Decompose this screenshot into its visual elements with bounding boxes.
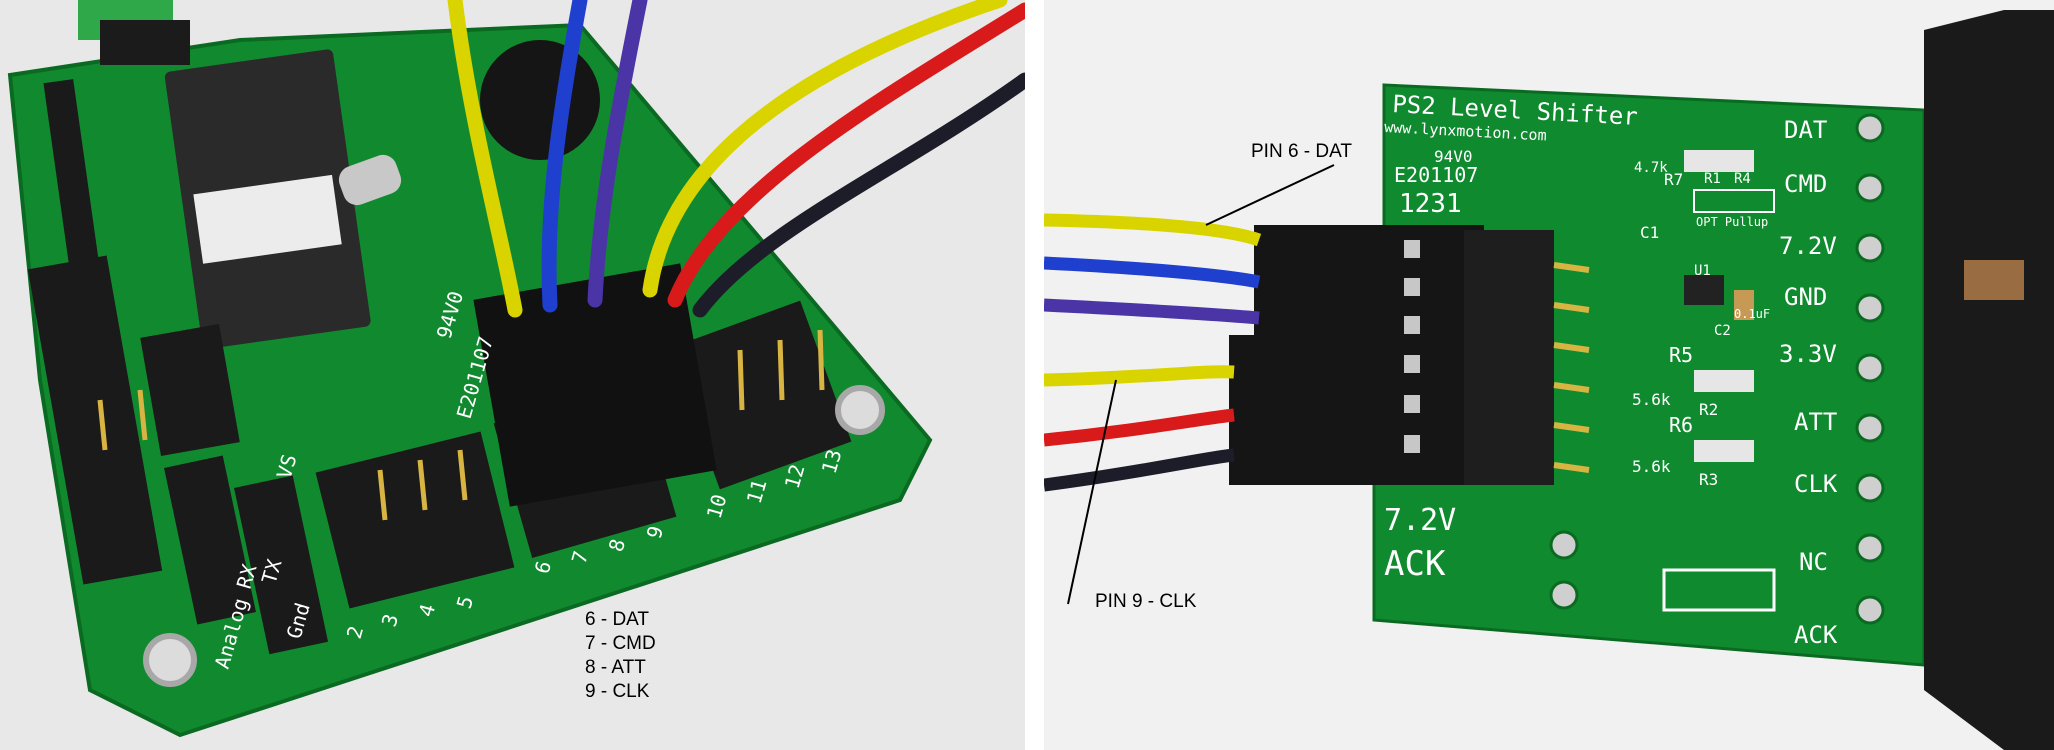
component-label: 4.7k <box>1634 160 1668 176</box>
wires <box>447 0 1025 318</box>
pin-label: ATT <box>1794 408 1837 436</box>
component-label: 5.6k <box>1632 457 1671 476</box>
wires <box>1044 213 1262 492</box>
component-label: 5.6k <box>1632 390 1671 409</box>
component-label: OPT Pullup <box>1696 215 1768 229</box>
pin-label: 7.2V <box>1779 232 1837 260</box>
pin-legend-item: 8 - ATT <box>585 657 646 678</box>
board-cert: E201107 <box>1394 163 1478 187</box>
pin-legend-item: 9 - CLK <box>585 681 650 702</box>
pin-legend-item: 6 - DAT <box>585 609 650 630</box>
pin-label: NC <box>1799 548 1828 576</box>
buzzer <box>480 40 600 160</box>
board-left-label: 7.2V <box>1384 503 1456 538</box>
microcontroller-chip <box>164 49 371 349</box>
pin-label: DAT <box>1784 116 1827 144</box>
component-label: U1 <box>1694 263 1711 279</box>
callout-line-clk <box>1067 379 1117 605</box>
pin-legend-item: 7 - CMD <box>585 633 656 654</box>
component-label: C2 <box>1714 323 1731 339</box>
component-label: R7 <box>1664 170 1683 189</box>
component-label: R6 <box>1669 413 1693 437</box>
component-label: R4 <box>1734 171 1751 187</box>
left-photo: 5 6 7 8 9 10 11 12 13 2 3 4 RX TX Gnd An… <box>0 0 1025 750</box>
board-cert: 94V0 <box>1434 147 1473 166</box>
pin-label: 3.3V <box>1779 340 1837 368</box>
pin-label: GND <box>1784 283 1827 311</box>
board-date: 1231 <box>1399 189 1462 219</box>
wire-connector <box>1229 225 1554 485</box>
wire-connector-housing <box>473 263 717 507</box>
component-label: R2 <box>1699 400 1718 419</box>
right-photo-illustration: PS2 Level Shifter www.lynxmotion.com 94V… <box>1044 0 2054 750</box>
left-photo-illustration: 5 6 7 8 9 10 11 12 13 2 3 4 RX TX Gnd An… <box>0 0 1025 750</box>
ps2-plug <box>1924 10 2054 750</box>
board-left-label: ACK <box>1384 544 1446 584</box>
component-label: R3 <box>1699 470 1718 489</box>
pin-label: CLK <box>1794 470 1838 498</box>
components <box>1662 150 1776 612</box>
callout-line-dat <box>1205 164 1335 226</box>
component-label: C1 <box>1640 223 1659 242</box>
edge-pads <box>1855 113 1885 625</box>
callout-pin9-clk: PIN 9 - CLK <box>1095 591 1197 612</box>
pin-label: CMD <box>1784 170 1827 198</box>
callout-pin6-dat: PIN 6 - DAT <box>1251 141 1352 162</box>
component-label: 0.1uF <box>1734 307 1770 321</box>
pin-label: ACK <box>1794 621 1838 649</box>
right-photo: PS2 Level Shifter www.lynxmotion.com 94V… <box>1044 0 2054 750</box>
pin-legend: 6 - DAT 7 - CMD 8 - ATT 9 - CLK <box>585 608 656 704</box>
board-pins <box>1553 262 1590 473</box>
component-label: R1 <box>1704 171 1721 187</box>
component-label: R5 <box>1669 343 1693 367</box>
